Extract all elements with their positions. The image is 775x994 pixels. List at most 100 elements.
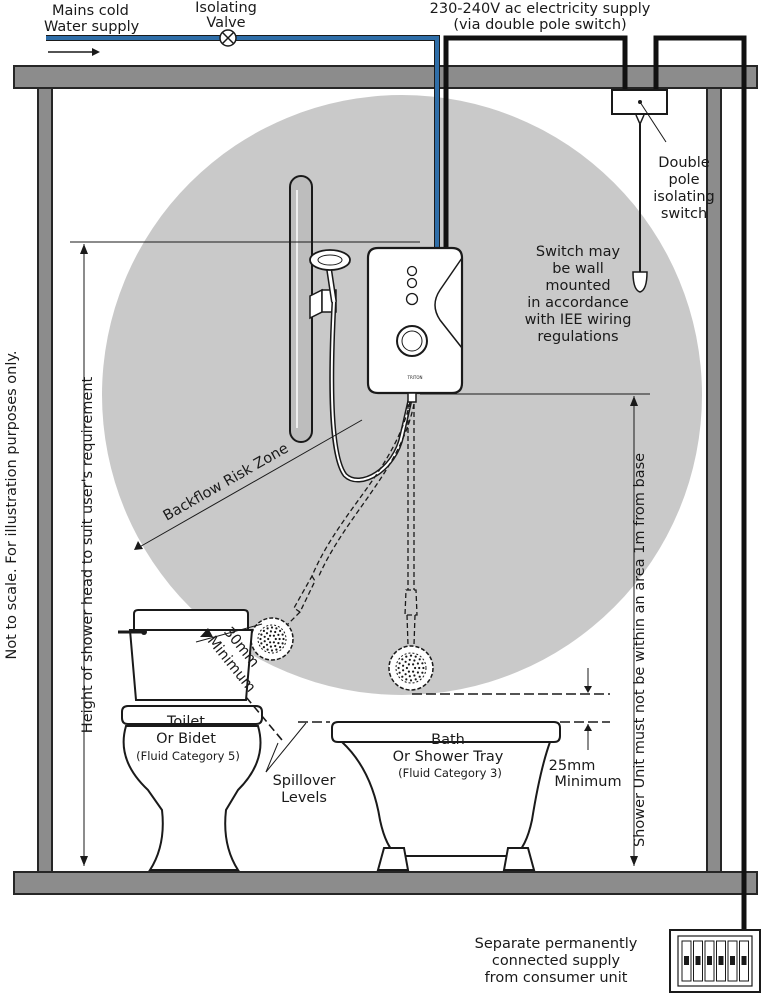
toilet bbox=[118, 609, 263, 871]
spillover-label-2: Levels bbox=[281, 790, 327, 806]
isolating-valve-icon bbox=[219, 29, 237, 47]
electric-shower-unit bbox=[366, 246, 464, 403]
shower-head-lower bbox=[388, 645, 434, 691]
nozzle-dot bbox=[275, 648, 278, 651]
breaker-toggle bbox=[730, 956, 735, 965]
nozzle-dot bbox=[279, 646, 282, 649]
nozzle-dot bbox=[421, 662, 424, 665]
height-dimension bbox=[70, 241, 420, 866]
room-walls bbox=[13, 65, 758, 895]
nozzle-dot bbox=[402, 664, 405, 667]
unit-logo: TRITON bbox=[407, 375, 423, 380]
breaker-toggle bbox=[707, 956, 712, 965]
nozzle-dot bbox=[269, 645, 272, 648]
min25-label-1: 25mm bbox=[549, 758, 596, 774]
nozzle-dot bbox=[418, 658, 421, 661]
nozzle-dot bbox=[401, 675, 404, 678]
nozzle-dot bbox=[397, 666, 400, 670]
height-note: Height of shower head to suit user's req… bbox=[80, 376, 96, 733]
wall-switch-label-6: regulations bbox=[537, 329, 618, 345]
nozzle-dot bbox=[267, 637, 270, 641]
nozzle-dot bbox=[414, 678, 417, 681]
nozzle-dot bbox=[422, 666, 425, 670]
wall-switch-label-5: with IEE wiring bbox=[525, 312, 632, 328]
consumer-unit-icon bbox=[669, 929, 761, 993]
electric-label-2: (via double pole switch) bbox=[453, 17, 626, 33]
nozzle-dot bbox=[405, 655, 408, 658]
dashed-hose-left bbox=[285, 401, 415, 627]
nozzle-dot bbox=[405, 666, 408, 670]
nozzle-dot bbox=[408, 658, 411, 661]
nozzle-dot bbox=[398, 662, 401, 665]
backflow-dimension bbox=[134, 419, 363, 550]
nozzle-dot bbox=[401, 658, 404, 661]
spillover-levels bbox=[245, 693, 610, 773]
water-pipe bbox=[46, 35, 440, 250]
wall-switch-label-4: in accordance bbox=[527, 295, 628, 311]
nozzle-dot bbox=[404, 660, 407, 663]
consumer-label-2: connected supply bbox=[492, 953, 621, 969]
nozzle-dot bbox=[407, 663, 410, 666]
toilet-label-3: (Fluid Category 5) bbox=[136, 749, 240, 763]
nozzle-dot bbox=[266, 627, 269, 630]
nozzle-dot bbox=[269, 630, 272, 633]
nozzle-dot bbox=[272, 641, 275, 644]
wall-switch-label-1: Switch may bbox=[536, 244, 621, 260]
electric-label-1: 230-240V ac electricity supply bbox=[430, 1, 651, 17]
nozzle-dot bbox=[414, 655, 417, 658]
not-to-scale-note: Not to scale. For illustration purposes … bbox=[4, 350, 20, 659]
nozzle-dot bbox=[282, 637, 285, 641]
shower-head-left bbox=[250, 617, 294, 661]
valve-label-1: Isolating bbox=[195, 0, 257, 16]
spillover-label-1: Spillover bbox=[273, 773, 336, 789]
nozzle-dot bbox=[270, 649, 274, 652]
backflow-risk-zone bbox=[102, 95, 702, 695]
nozzle-dot bbox=[269, 641, 272, 644]
nozzle-dot bbox=[259, 637, 262, 641]
nozzle-dot bbox=[262, 646, 265, 649]
wall-switch-label-3: mounted bbox=[545, 278, 610, 294]
unit-height-dimension bbox=[420, 393, 650, 866]
nozzle-dot bbox=[418, 675, 421, 678]
nozzle-dot bbox=[260, 642, 263, 645]
nozzle-dot bbox=[409, 679, 413, 682]
nozzle-dot bbox=[398, 671, 401, 674]
mains-label-1: Mains cold bbox=[52, 3, 129, 19]
nozzle-dot bbox=[275, 627, 278, 630]
min25-dimension bbox=[584, 668, 592, 750]
mains-label-2: Water supply bbox=[44, 19, 140, 35]
consumer-label-1: Separate permanently bbox=[475, 936, 638, 952]
nozzle-dot bbox=[409, 654, 413, 657]
nozzle-dot bbox=[263, 635, 266, 638]
nozzle-dot bbox=[414, 666, 417, 670]
nozzle-dot bbox=[402, 669, 405, 672]
nozzle-dot bbox=[277, 642, 280, 645]
nozzle-dot bbox=[263, 640, 266, 643]
switch-label-1: Double bbox=[658, 155, 709, 171]
nozzle-dot bbox=[413, 659, 416, 662]
bath bbox=[331, 721, 561, 871]
nozzle-dot bbox=[404, 673, 407, 676]
nozzle-dot bbox=[413, 674, 416, 677]
nozzle-dot bbox=[274, 637, 277, 641]
toilet-label-2: Or Bidet bbox=[156, 731, 216, 747]
nozzle-dot bbox=[265, 643, 269, 646]
breaker-toggle bbox=[684, 956, 689, 965]
nozzle-dot bbox=[278, 637, 281, 641]
nozzle-dot bbox=[407, 670, 410, 673]
nozzle-dot bbox=[279, 629, 282, 633]
nozzle-dot bbox=[416, 662, 419, 665]
shower-head-nozzles bbox=[259, 626, 425, 682]
unit-distance-note: Shower Unit must not be within an area 1… bbox=[632, 453, 648, 847]
nozzle-dot bbox=[418, 666, 421, 670]
nozzle-dot bbox=[281, 633, 284, 636]
breaker-toggle bbox=[718, 956, 724, 965]
flow-arrow-icon bbox=[48, 48, 100, 56]
switch-label-3: isolating bbox=[653, 189, 714, 205]
nozzle-dot bbox=[408, 675, 411, 678]
nozzle-dot bbox=[265, 632, 269, 635]
valve-label-2: Valve bbox=[206, 15, 245, 31]
nozzle-dot bbox=[270, 626, 274, 629]
nozzle-dot bbox=[266, 648, 269, 651]
